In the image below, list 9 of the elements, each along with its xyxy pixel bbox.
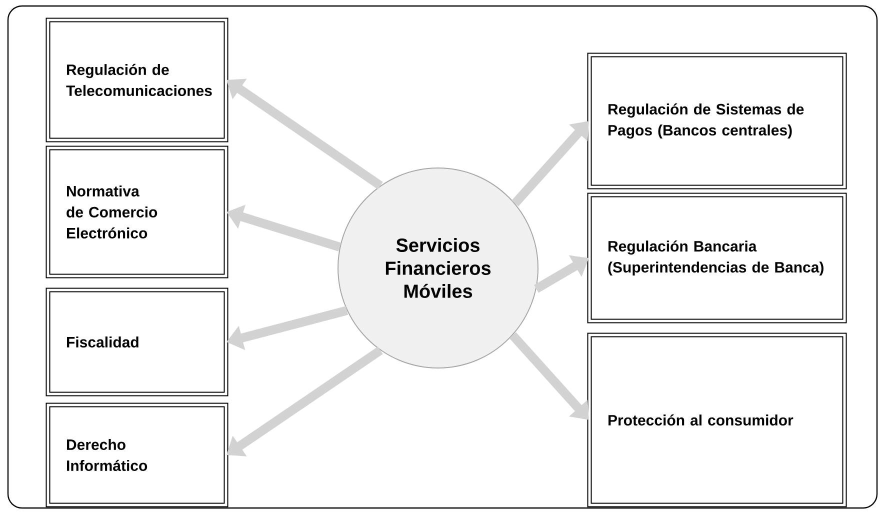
topic-box: Protección al consumidor [587, 332, 847, 508]
topic-box: Regulación de Telecomunicaciones [46, 18, 228, 142]
topic-box: Fiscalidad [46, 288, 228, 396]
arrow [512, 121, 589, 206]
topic-box: Normativa de Comercio Electrónico [46, 146, 228, 278]
topic-box: Regulación Bancaria (Superintendencias de Banca) [587, 192, 847, 324]
topic-box: Derecho Informático [46, 402, 228, 508]
topic-box: Regulación de Sistemas de Pagos (Bancos centrales) [587, 52, 847, 190]
arrow [509, 332, 589, 420]
